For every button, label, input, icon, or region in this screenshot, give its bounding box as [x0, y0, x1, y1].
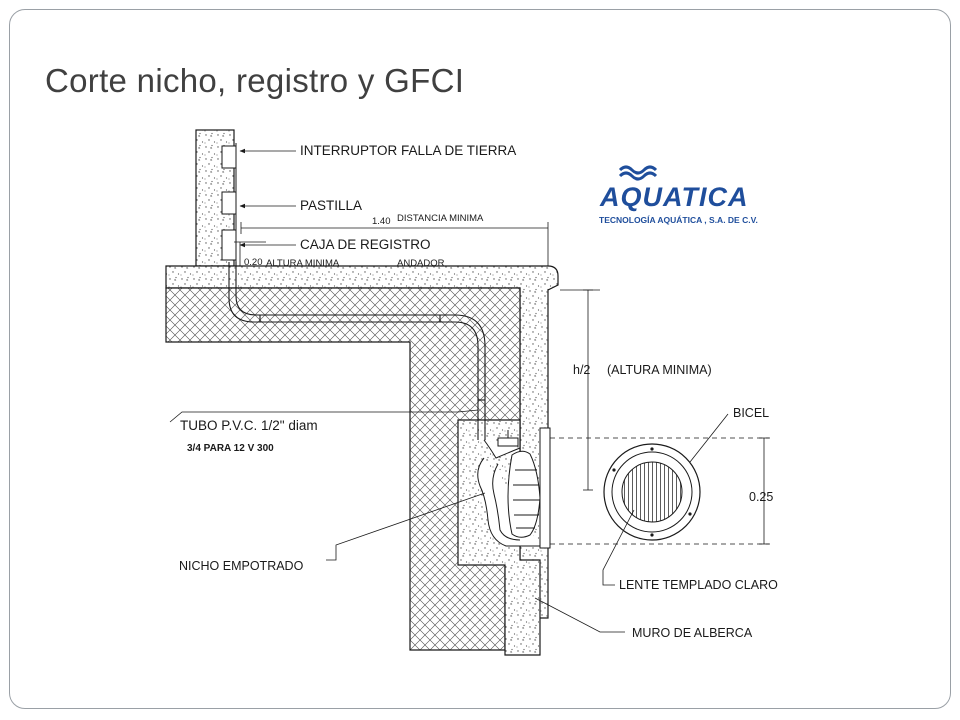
top-leaders	[239, 148, 296, 248]
logo-brand: AQUATICA	[599, 182, 748, 212]
dist-label: DISTANCIA MINIMA	[397, 213, 484, 224]
lente-leader	[602, 509, 635, 586]
aquatica-logo: AQUATICA TECNOLOGÍA AQUÁTICA , S.A. DE C…	[599, 165, 758, 225]
label-altura-minima: (ALTURA MINIMA)	[607, 363, 712, 377]
dim-distance	[240, 222, 549, 266]
electrical-boxes	[221, 143, 237, 266]
tubo-leader	[169, 409, 479, 423]
label-tubo-sub: 3/4 PARA 12 V 300	[187, 443, 274, 454]
dist-value: 1.40	[372, 216, 391, 227]
label-tubo: TUBO P.V.C. 1/2" diam	[180, 418, 318, 433]
label-caja: CAJA DE REGISTRO	[300, 237, 431, 252]
label-pastilla: PASTILLA	[300, 198, 362, 213]
andador-label: ANDADOR	[397, 258, 445, 269]
label-lente: LENTE TEMPLADO CLARO	[619, 578, 778, 592]
label-muro: MURO DE ALBERCA	[632, 626, 753, 640]
nicho-leader	[326, 492, 486, 561]
niche-housing	[477, 427, 551, 549]
label-bicel: BICEL	[733, 406, 769, 420]
bicel-leader	[689, 413, 729, 463]
label-nicho: NICHO EMPOTRADO	[179, 559, 304, 573]
alt-label: ALTURA MINIMA	[266, 258, 340, 269]
muro-leader	[534, 597, 625, 633]
light-front-view	[603, 443, 701, 541]
slide-title: Corte nicho, registro y GFCI	[45, 62, 465, 99]
dim-h2	[560, 289, 600, 491]
label-h2: h/2	[573, 363, 590, 377]
label-025: 0.25	[749, 490, 773, 504]
dim-025	[759, 437, 769, 545]
pool-section-diagram: 1.40 DISTANCIA MINIMA 0.20 ALTURA MINIMA…	[165, 129, 778, 656]
alt-value: 0.20	[244, 257, 263, 268]
label-interruptor: INTERRUPTOR FALLA DE TIERRA	[300, 143, 516, 158]
projection-lines	[550, 437, 770, 545]
logo-company: TECNOLOGÍA AQUÁTICA , S.A. DE C.V.	[599, 215, 758, 225]
pvc-conduit	[228, 262, 486, 440]
